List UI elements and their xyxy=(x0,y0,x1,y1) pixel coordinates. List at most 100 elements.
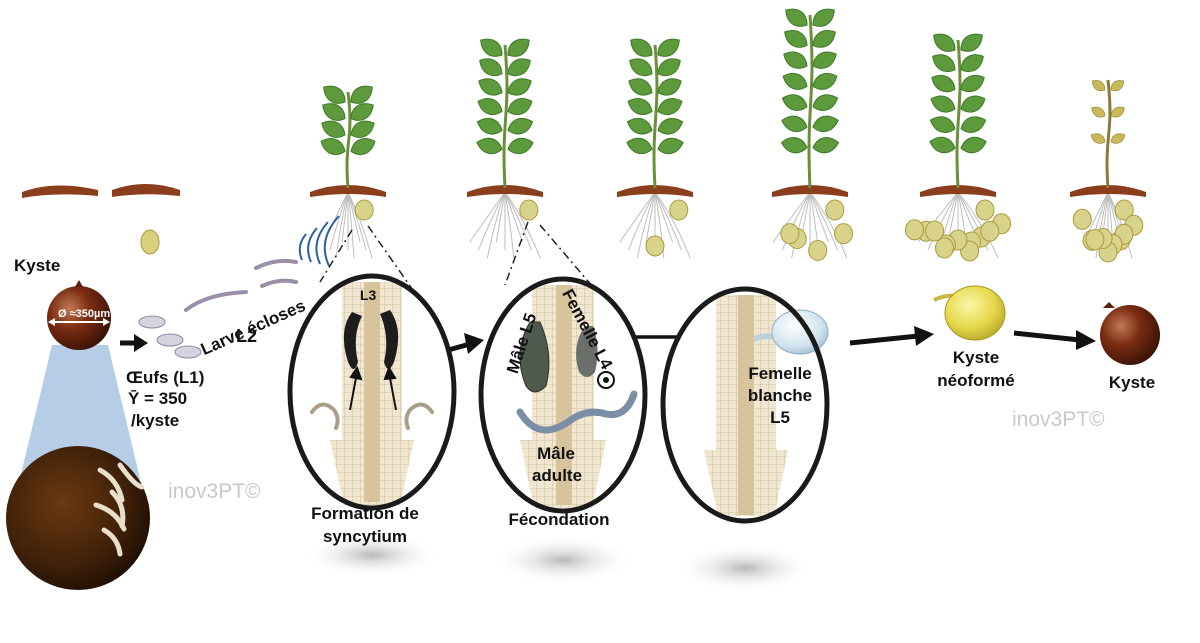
leaf xyxy=(350,120,375,138)
larvae-l2 xyxy=(184,258,298,312)
leaf xyxy=(657,117,684,135)
hatched-larvae xyxy=(93,462,145,557)
leaf xyxy=(812,51,837,69)
leaf xyxy=(627,98,653,115)
plant-stage-3 xyxy=(617,38,693,259)
leaf xyxy=(321,120,346,138)
leaf xyxy=(476,117,503,135)
stem xyxy=(955,39,962,189)
leaf xyxy=(507,137,534,155)
label-diameter: Ø ≈350µm xyxy=(58,308,111,320)
leaf xyxy=(782,72,808,90)
tuber xyxy=(519,199,539,221)
leaf xyxy=(626,117,653,135)
arrow-newcyst-cyst xyxy=(1013,330,1081,343)
tuber xyxy=(925,220,945,242)
zoom-line-2a xyxy=(504,221,529,286)
leaf xyxy=(812,137,840,154)
leaf xyxy=(1091,80,1106,92)
leaf xyxy=(630,38,653,57)
plant-stage-2 xyxy=(467,38,543,259)
plant-growth-series xyxy=(310,8,1146,263)
leaf xyxy=(1110,133,1126,144)
leaf xyxy=(929,136,956,154)
cyst-neck-right xyxy=(1103,302,1115,308)
leaf xyxy=(657,137,684,155)
leaf xyxy=(785,8,808,27)
leaf xyxy=(1110,80,1125,92)
new-cyst xyxy=(944,285,1006,341)
soil-mound xyxy=(467,185,543,197)
leaf xyxy=(931,74,956,93)
watermark-right: inov3PT© xyxy=(1012,408,1105,431)
plant-stage-5 xyxy=(905,33,1011,262)
watermark-left: inov3PT© xyxy=(168,480,261,503)
stem xyxy=(652,44,659,189)
leaf xyxy=(626,137,653,155)
label-l3: L3 xyxy=(360,287,377,303)
tuber xyxy=(1085,229,1105,251)
label-formation-line1: Formation de xyxy=(311,504,419,523)
label-femelle-blanche-line2: blanche xyxy=(747,386,813,405)
plant-stage-1 xyxy=(310,85,386,259)
leaf xyxy=(930,95,956,113)
soil-patch-1 xyxy=(22,185,98,198)
leaf xyxy=(479,58,503,77)
leaf xyxy=(350,103,374,121)
soil-patch-2 xyxy=(112,184,180,197)
shadow-3 xyxy=(675,544,815,592)
roots xyxy=(469,191,541,259)
plant-stage-4 xyxy=(772,8,853,261)
female-l4 xyxy=(576,326,598,377)
zoom-line-1b xyxy=(367,225,425,307)
leaf xyxy=(480,38,503,57)
soil-mound xyxy=(310,185,386,197)
arrow-female-newcyst xyxy=(849,333,919,346)
leaf xyxy=(1091,106,1106,118)
larvae-in-root xyxy=(310,402,434,430)
leaf xyxy=(960,116,987,133)
tuber xyxy=(780,223,800,245)
label-kyste-right: Kyste xyxy=(1108,373,1156,392)
leaf xyxy=(780,137,808,154)
leaf xyxy=(320,138,346,155)
leaf xyxy=(322,103,346,121)
leaf xyxy=(507,38,530,57)
leaf xyxy=(933,33,956,52)
tuber xyxy=(645,235,665,257)
leaf xyxy=(350,85,373,104)
root-view-syncytium xyxy=(287,273,457,511)
cyst-left xyxy=(47,286,111,350)
leaf xyxy=(507,78,532,96)
male-l5 xyxy=(519,321,550,393)
leaf xyxy=(812,8,835,27)
leaf xyxy=(783,51,808,69)
cyst-right xyxy=(1100,305,1160,365)
leaf xyxy=(960,74,985,93)
soil-mound xyxy=(920,185,996,197)
label-larve-line2: L2 xyxy=(236,326,258,346)
stem xyxy=(807,14,814,189)
stem xyxy=(1105,79,1112,189)
leaf xyxy=(812,94,839,111)
tuber xyxy=(669,199,689,221)
zoom-line-1a xyxy=(319,229,353,283)
label-oeufs-line1: Œufs (L1) xyxy=(126,368,205,387)
shadow-2 xyxy=(493,536,633,584)
label-kyste-neo-line2: néoformé xyxy=(937,371,1015,390)
seed-tuber xyxy=(140,229,160,255)
juvenile-l3-left xyxy=(343,312,362,369)
leaf xyxy=(929,116,956,133)
tuber xyxy=(834,223,853,245)
leaf xyxy=(812,72,838,90)
leaf xyxy=(350,138,376,155)
label-kyste-left: Kyste xyxy=(14,256,61,275)
label-male-adulte-line1: Mâle xyxy=(537,444,575,463)
label-male-adulte-line2: adulte xyxy=(531,466,583,485)
leaf xyxy=(784,30,808,48)
label-fecondation: Fécondation xyxy=(508,510,610,529)
adult-male-worm xyxy=(516,390,638,434)
tuber xyxy=(1114,199,1134,221)
leaf xyxy=(932,54,956,73)
